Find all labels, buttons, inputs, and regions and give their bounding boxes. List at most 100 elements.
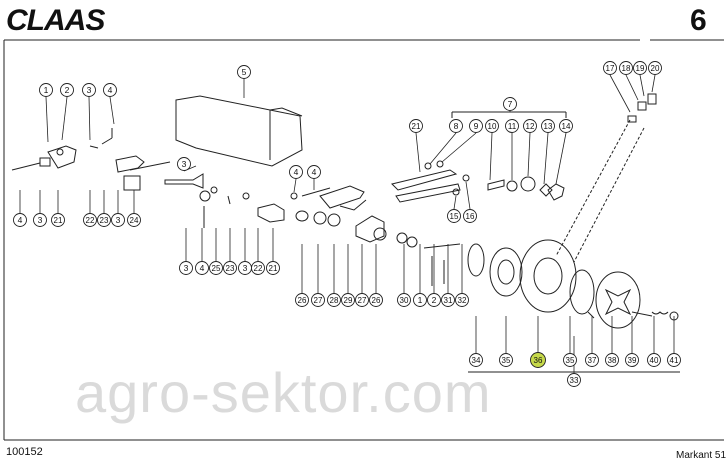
callout-circle-4-22 (307, 165, 321, 179)
leader-line-10-9 (489, 132, 493, 181)
cover-hood (175, 95, 303, 167)
callout-label-35-49: 35 (502, 356, 511, 365)
callout-label-2-1: 2 (65, 85, 70, 95)
callout-label-28-39: 28 (330, 296, 339, 305)
callout-circle-8-7 (449, 119, 463, 133)
callout-label-19-18: 19 (636, 64, 645, 73)
callout-circle-2-45 (427, 293, 441, 307)
callout-label-39-54: 39 (628, 356, 637, 365)
callout-circle-3-2 (82, 83, 96, 97)
callout-label-23-33: 23 (226, 264, 235, 273)
callout-circle-18-17 (619, 61, 633, 75)
leader-line-12-11 (527, 132, 531, 177)
leader-line-14-13 (555, 132, 567, 185)
callout-label-12-11: 12 (526, 122, 535, 131)
leader-line-9-8 (441, 132, 477, 163)
callout-label-3-28: 3 (116, 215, 121, 225)
callout-label-31-46: 31 (444, 296, 453, 305)
callout-label-17-16: 17 (606, 64, 615, 73)
callout-circle-21-25 (51, 213, 65, 227)
callout-label-5-4: 5 (242, 67, 247, 77)
disc-sprocket-assembly (467, 239, 679, 329)
leader-lines (19, 74, 675, 373)
leader-line-16-15 (465, 181, 471, 210)
callout-circle-11-10 (505, 119, 519, 133)
callout-circle-5-4 (237, 65, 251, 79)
callout-label-32-47: 32 (458, 296, 467, 305)
leader-line-17-16 (609, 74, 631, 113)
callout-circle-26-42 (369, 293, 383, 307)
group-brackets (451, 111, 680, 373)
callout-circle-16-15 (463, 209, 477, 223)
callout-label-27-38: 27 (314, 296, 323, 305)
callout-label-22-26: 22 (86, 216, 95, 225)
callout-label-20-19: 20 (651, 64, 660, 73)
leader-line-18-17 (625, 74, 639, 101)
callout-label-40-55: 40 (650, 356, 659, 365)
callout-circle-14-13 (559, 119, 573, 133)
callout-label-21-36: 21 (269, 264, 278, 273)
callout-circle-35-51 (563, 353, 577, 367)
callout-label-29-40: 29 (344, 296, 353, 305)
callout-circle-3-20 (177, 157, 191, 171)
callout-circle-31-46 (441, 293, 455, 307)
callout-circle-30-43 (397, 293, 411, 307)
callout-circle-23-33 (223, 261, 237, 275)
leader-line-2-1 (61, 96, 68, 141)
callout-label-21-5: 21 (412, 122, 421, 131)
callout-label-37-52: 37 (588, 356, 597, 365)
leader-line-1-0 (45, 96, 49, 143)
claas-logo: CLAAS (6, 4, 105, 37)
callout-circle-13-12 (541, 119, 555, 133)
callout-label-38-53: 38 (608, 356, 617, 365)
leader-line-13-12 (543, 132, 549, 185)
callout-label-3-20: 3 (182, 159, 187, 169)
callout-circle-35-49 (499, 353, 513, 367)
callout-label-1-0: 1 (44, 85, 49, 95)
callout-circle-36-50 (530, 352, 546, 368)
callout-circle-27-41 (355, 293, 369, 307)
callout-label-34-48: 34 (472, 356, 481, 365)
callout-label-3-34: 3 (243, 263, 248, 273)
callout-label-8-7: 8 (454, 121, 459, 131)
callout-circle-3-24 (33, 213, 47, 227)
callout-circle-19-18 (633, 61, 647, 75)
callout-circle-4-23 (13, 213, 27, 227)
callout-label-18-17: 18 (622, 64, 631, 73)
callout-label-36-50: 36 (534, 356, 543, 365)
drive-shaft-assembly (11, 128, 285, 228)
callout-label-33-57: 33 (570, 376, 579, 385)
callout-label-9-8: 9 (474, 121, 479, 131)
chain-links (627, 93, 657, 123)
callout-label-41-56: 41 (670, 356, 679, 365)
callout-label-1-44: 1 (418, 295, 423, 305)
page-number: 6 (690, 4, 707, 37)
callout-circle-40-55 (647, 353, 661, 367)
leader-line-3-2 (88, 96, 91, 141)
callout-label-2-45: 2 (432, 295, 437, 305)
callout-label-4-3: 4 (108, 85, 113, 95)
callout-label-35-51: 35 (566, 356, 575, 365)
callout-circle-1-44 (413, 293, 427, 307)
watermark-text: agro-sektor.com (75, 361, 492, 424)
callout-label-4-22: 4 (312, 167, 317, 177)
leader-line-4-3 (109, 96, 115, 125)
callout-circle-3-28 (111, 213, 125, 227)
callout-label-23-27: 23 (100, 216, 109, 225)
callout-circle-26-37 (295, 293, 309, 307)
gearbox-parts (290, 185, 461, 286)
callout-label-4-23: 4 (18, 215, 23, 225)
callout-circle-4-3 (103, 83, 117, 97)
callout-label-27-41: 27 (358, 296, 367, 305)
callout-circle-21-5 (409, 119, 423, 133)
leader-line-21-5 (415, 132, 421, 173)
callout-label-3-24: 3 (38, 215, 43, 225)
shaft-with-bearings (391, 160, 565, 203)
callout-circle-32-47 (455, 293, 469, 307)
callout-circle-3-30 (179, 261, 193, 275)
callout-circle-22-26 (83, 213, 97, 227)
callout-label-14-13: 14 (562, 122, 571, 131)
callout-label-22-35: 22 (254, 264, 263, 273)
